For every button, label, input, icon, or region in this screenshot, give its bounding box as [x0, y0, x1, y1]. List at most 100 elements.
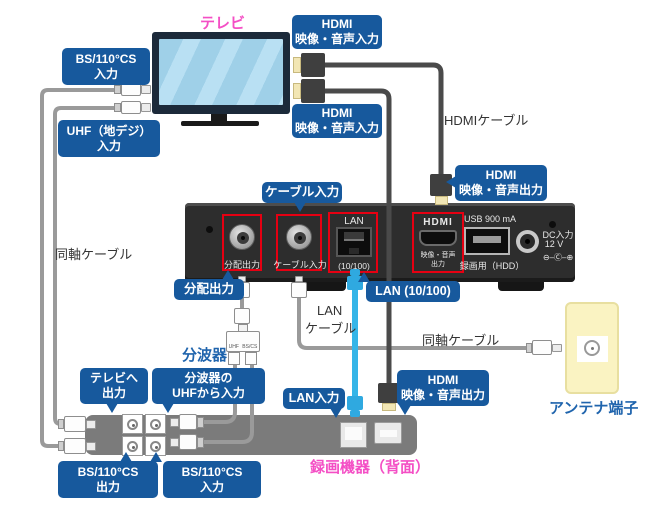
coax-plug-rec-tvout-tip — [86, 420, 96, 429]
hdmi-cable-label: HDMIケーブル — [444, 113, 529, 128]
coax-plug-tv-bs — [114, 85, 121, 94]
hdmi-port-label-2: 出力 — [431, 261, 445, 268]
pointer-dist-out — [222, 270, 234, 280]
coax-plug-rec-tvout-barrel — [64, 416, 86, 432]
dc-label-1: DC入力 — [542, 230, 574, 240]
dc-jack — [516, 230, 539, 253]
coax-plug-tv-bs-tip — [141, 85, 151, 94]
coax-plug-rec-uhfin-tip — [170, 418, 179, 427]
pointer-tv-out — [106, 403, 118, 413]
hdmi-plug-tv2-tip — [293, 83, 301, 99]
lan-plug-recorder-tip — [350, 410, 360, 417]
hdmi-plug-recorder-tip — [382, 403, 396, 411]
pointer-hdmi-out-tuner — [446, 176, 456, 188]
hdmi-plug-tv1-tip — [293, 57, 301, 73]
lan-cable-label-2: ケーブル — [305, 321, 357, 336]
callout-uhf-in-tv: UHF（地デジ）入力 — [58, 120, 160, 157]
coax-plug-rec-bsout-tip — [86, 442, 96, 451]
recorder-bs-in-port — [145, 436, 166, 456]
tv-stand-neck — [211, 114, 227, 121]
tuner-foot-right — [498, 282, 544, 291]
coax-plug-rec-uhfin — [179, 414, 197, 430]
coax-plug-cable-in — [291, 282, 307, 298]
lan-port-label: LAN — [344, 216, 364, 227]
callout-lan-10-100: LAN (10/100) — [366, 281, 460, 302]
hdmi-plug-tv1 — [301, 53, 325, 77]
callout-lan-in: LAN入力 — [283, 388, 345, 409]
antenna-label: アンテナ端子 — [549, 400, 639, 417]
pointer-cable-in — [294, 202, 306, 212]
tv-stand-base — [181, 121, 259, 126]
screw-hole-right — [549, 221, 556, 228]
recorder-hdmi-port — [374, 422, 402, 444]
hdmi-port — [419, 230, 457, 246]
pointer-bs-cs-out-recorder — [120, 452, 132, 462]
tv — [152, 32, 290, 114]
coax-plug-rec-bsin-fer — [197, 437, 204, 448]
hdmi-plug-tuner-tip — [435, 196, 448, 205]
recorder-label: 録画機器（背面） — [310, 459, 431, 476]
callout-cable-in: ケーブル入力 — [262, 182, 342, 203]
coax-plug-tv-uhf — [114, 103, 121, 112]
usb-label: USB 900 mA — [463, 214, 517, 224]
cable-in-port — [286, 224, 312, 250]
hdmi-port-label-1: 映像・音声 — [420, 252, 456, 259]
splitter-body: UHF BS/CS — [226, 331, 260, 352]
lan-cable-label-1: LAN — [317, 303, 343, 318]
dc-polarity-icon: ⊖–Ⓒ–⊕ — [542, 253, 574, 262]
coax-cable-label-right: 同軸ケーブル — [422, 333, 500, 348]
dc-label-2: 12 V — [544, 239, 564, 249]
splitter-bscs-port-label: BS/CS — [242, 344, 258, 350]
tuner-foot-left — [300, 282, 346, 291]
coax-plug-rec-bsout-barrel — [64, 438, 86, 454]
recorder-bs-out-port — [122, 436, 143, 456]
pointer-lan-in — [330, 408, 342, 418]
splitter-label: 分波器 — [182, 347, 228, 364]
usb-port — [464, 227, 510, 255]
antenna-wall-plate — [565, 302, 619, 394]
splitter-leg-uhf — [228, 352, 240, 365]
pointer-hdmi-out-recorder — [399, 405, 411, 415]
dist-out-port — [229, 224, 255, 250]
recorder-tv-out-port — [122, 414, 143, 434]
coax-plug-antenna-barrel — [532, 340, 552, 355]
coax-plug-rec-uhfin-fer — [197, 417, 204, 428]
coax-plug-antenna-tip — [552, 344, 562, 352]
dist-out-port-label: 分配出力 — [223, 260, 261, 270]
coax-plug-tv-uhf-barrel — [121, 101, 141, 114]
highlight-box-hdmi — [412, 212, 464, 273]
coax-cable-label-left: 同軸ケーブル — [55, 247, 133, 262]
coax-plug-rec-bsin-tip — [170, 438, 179, 447]
pointer-splitter-uhf-in — [162, 403, 174, 413]
tv-screen — [159, 39, 283, 105]
hdmi-plug-tv2 — [301, 79, 325, 103]
hdmi-logo: HDMI — [423, 217, 453, 228]
callout-dist-out: 分配出力 — [174, 279, 244, 300]
recorder-lan-port — [340, 422, 367, 448]
splitter-leg-bscs — [245, 352, 257, 365]
lan-plug-recorder — [347, 396, 363, 410]
screw-hole-left — [206, 226, 213, 233]
tv-label: テレビ — [200, 15, 246, 32]
pointer-bs-cs-in-recorder — [150, 452, 162, 462]
splitter-uhf-port-label: UHF — [228, 344, 239, 350]
highlight-box-cable-in — [276, 214, 322, 271]
usb-use-label: 録画用（HDD） — [459, 261, 525, 271]
callout-tv-out: テレビへ出力 — [80, 368, 148, 404]
coax-plug-rec-bsin — [179, 434, 197, 450]
cable-in-port-label: ケーブル入力 — [273, 260, 327, 270]
coax-plug-tv-uhf-tip — [141, 103, 151, 112]
coax-plug-splitter-in — [234, 308, 250, 324]
recorder-uhf-in-port — [145, 414, 166, 434]
coax-plug-cable-in-tip — [295, 276, 303, 282]
hdmi-plug-recorder — [378, 383, 400, 403]
highlight-box-dist-out — [222, 214, 262, 271]
